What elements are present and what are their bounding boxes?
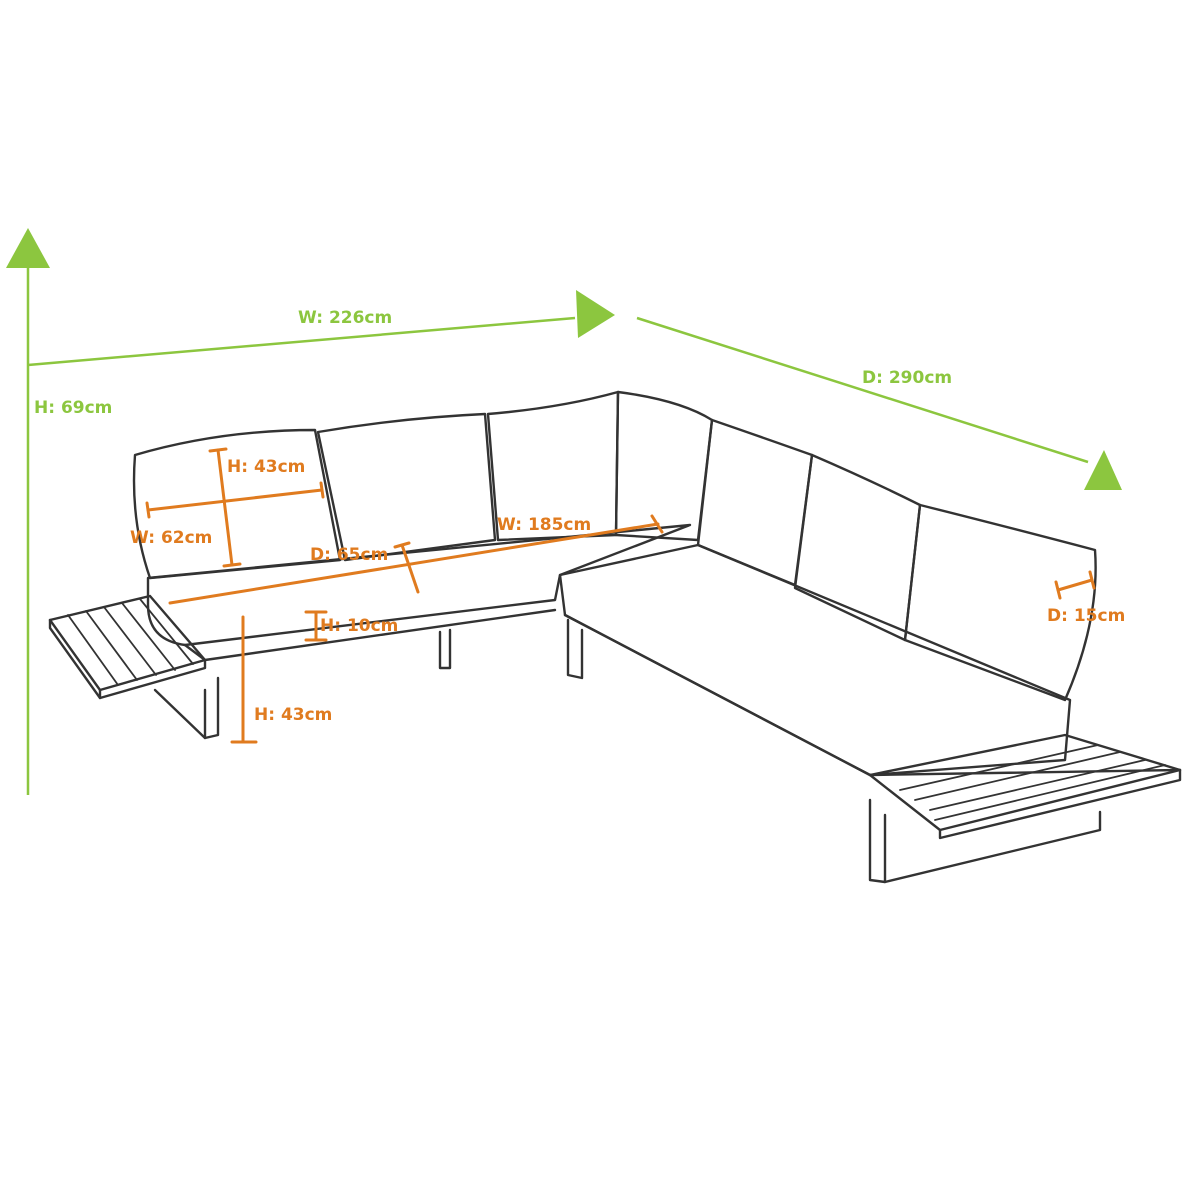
overall-dimensions bbox=[6, 228, 1122, 795]
width-arrow-icon bbox=[576, 290, 615, 338]
overall-height-label: H: 69cm bbox=[34, 398, 112, 418]
height-arrow-icon bbox=[6, 228, 50, 268]
seat-depth-label: D: 65cm bbox=[310, 545, 388, 565]
overall-width-label: W: 226cm bbox=[298, 308, 392, 328]
component-dimensions bbox=[145, 447, 1096, 744]
left-seat bbox=[146, 523, 692, 670]
overall-depth-label: D: 290cm bbox=[862, 368, 952, 388]
back-cushion-depth-label: D: 15cm bbox=[1047, 606, 1125, 626]
width-dimension-line bbox=[27, 316, 576, 367]
right-back-cushions bbox=[696, 418, 1097, 702]
seat-height-label: H: 43cm bbox=[254, 705, 332, 725]
back-cushion-height-label: H: 43cm bbox=[227, 457, 305, 477]
right-seat bbox=[558, 543, 1182, 777]
seat-cushion-height-label: H: 10cm bbox=[320, 616, 398, 636]
depth-arrow-icon bbox=[1084, 450, 1122, 490]
sofa-drawing bbox=[48, 390, 1182, 884]
dimension-labels: H: 69cm W: 226cm D: 290cm H: 43cm W: 62c… bbox=[34, 308, 1125, 725]
depth-dimension-line bbox=[636, 316, 1089, 464]
right-side-table bbox=[868, 733, 1182, 884]
seat-width-label: W: 185cm bbox=[497, 515, 591, 535]
back-cushion-width-label: W: 62cm bbox=[130, 528, 212, 548]
left-side-table bbox=[48, 594, 220, 740]
corner-back-cushion bbox=[614, 390, 714, 542]
